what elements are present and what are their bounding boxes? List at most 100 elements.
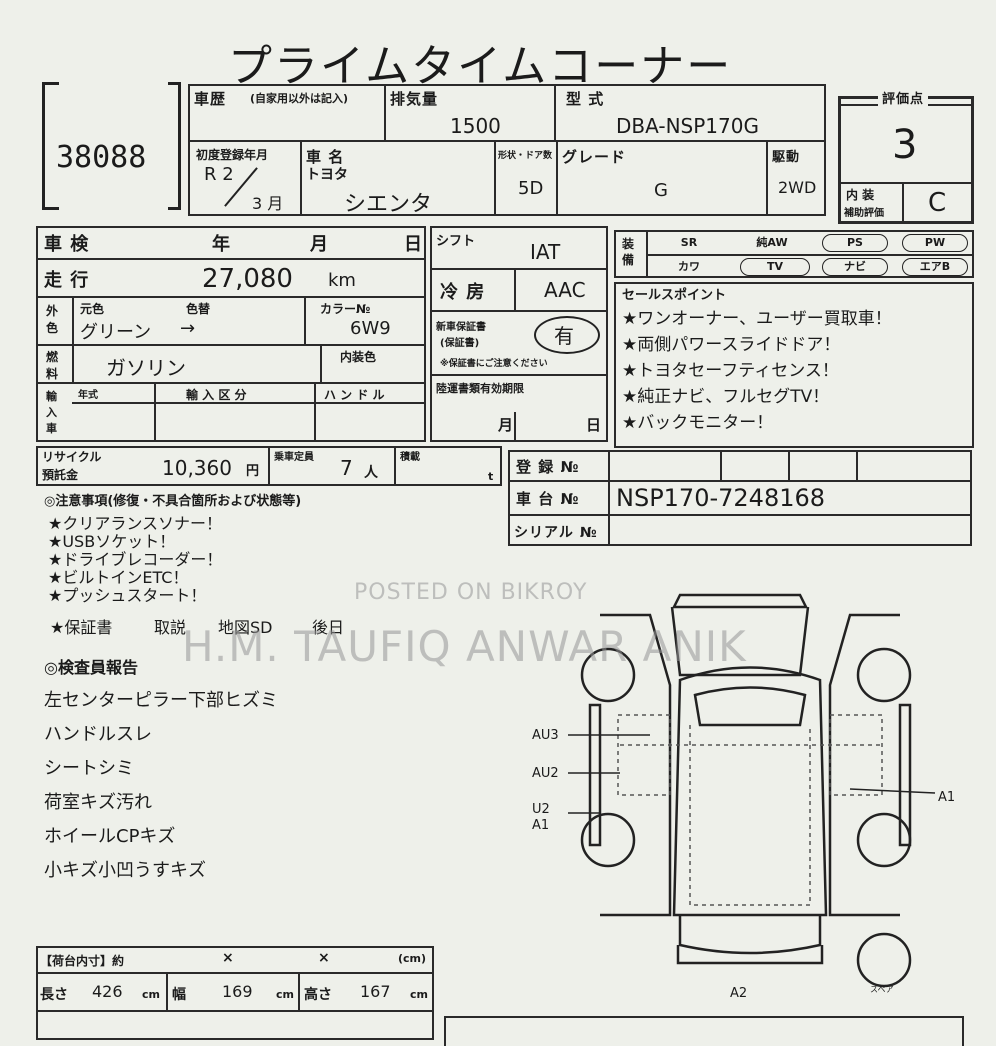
note-2: ★USBソケット！ [48,532,176,551]
spare-label: スペア [870,985,894,994]
note-5: ★プッシュスタート！ [48,586,207,605]
color-code-label: カラー№ [320,302,371,316]
ac-value: AAC [544,278,586,302]
cert-label: 陸運書類有効期限 [436,382,524,395]
chassis-label: 車 台 № [516,490,580,508]
shift-label: シフト [436,234,476,249]
sales-point-3: ★トヨタセーフティセンス！ [622,361,839,381]
cargo-x2: × [318,950,330,966]
displacement-label: 排気量 [390,90,439,108]
equip-leather: カワ [678,260,700,273]
first-reg-month: 3 月 [252,194,284,213]
cargo-label: 【荷台内寸】約 [40,954,125,968]
score-label: 評価点 [878,88,929,107]
mark-u2: U2 [532,802,550,817]
interior-label: 内 装 [846,188,875,202]
sheet-title: プライムタイムコーナー [228,41,733,92]
ac-label: 冷 房 [440,282,486,303]
length-unit: cm [142,988,160,1001]
inspector-item-1: 左センターピラー下部ヒズミ [44,690,278,711]
sales-point-2: ★両側パワースライドドア！ [622,335,841,355]
note-3: ★ドライブレコーダー！ [48,550,223,569]
car-damage-diagram [568,593,936,988]
registration-box [508,450,972,546]
inspector-item-2: ハンドルスレ [44,724,152,745]
original-color-label: 元色 [80,302,105,316]
capacity-value: 7 [340,456,353,480]
record-circle [534,316,600,354]
header-grid [188,84,826,216]
lot-bracket-right [168,82,181,210]
recycle-label: リサイクル [42,450,102,464]
length-label: 長さ [40,987,68,1003]
interior-label-2: 補助評価 [844,208,884,219]
record-value: 有 [554,324,574,348]
history-label: 車歴 [194,90,227,108]
serial-label: シリアル № [514,525,598,541]
load-label: 積載 [400,452,420,463]
doc-warranty: ★保証書 [50,618,113,637]
import-type-label: 輸 入 区 分 [186,388,247,402]
import-handle-label: ハ ン ド ル [324,388,385,402]
inspection-month: 月 [310,234,329,255]
mileage-value: 27,080 [202,264,293,294]
equip-sr: SR [680,236,698,249]
sales-points-box [614,282,974,448]
cargo-unit-label: (cm) [398,952,427,965]
inspection-label: 車 検 [44,234,90,255]
grade-label: グレード [562,148,627,166]
capacity-unit: 人 [364,465,378,481]
doors-value: 5D [518,178,544,199]
equip-navi: ナビ [822,258,888,276]
load-unit: t [488,470,494,483]
displacement-value: 1500 [450,114,501,138]
color-arrow: → [180,318,196,339]
recycle-label-2: 預託金 [42,468,79,482]
doc-later: 後日 [312,618,345,637]
recycle-value: 10,360 [162,456,232,480]
inspector-heading: ◎検査員報告 [44,658,138,677]
maker-value: トヨタ [306,167,348,183]
equipment-label: 装備 [622,237,635,267]
sales-point-4: ★純正ナビ、フルセグTV！ [622,387,830,407]
interior-color-label: 内装色 [340,350,377,364]
reg-label: 登 録 № [516,458,580,476]
mark-a1-left: A1 [532,818,550,833]
mark-au2: AU2 [532,766,559,781]
lot-bracket-left [42,82,59,210]
model-value: DBA-NSP170G [616,114,759,138]
height-unit: cm [410,988,428,1001]
inspection-day: 日 [404,234,423,255]
mileage-unit: km [328,270,356,291]
cargo-x1: × [222,950,234,966]
chassis-value: NSP170-7248168 [616,484,826,512]
cert-day: 日 [586,416,603,434]
cargo-box [36,946,434,1040]
record-note: ※保証書にご注意ください [440,359,548,369]
width-label: 幅 [172,987,186,1003]
car-name-label: 車 名 [306,148,345,166]
sales-point-5: ★バックモニター！ [622,413,774,433]
note-4: ★ビルトインETC！ [48,568,189,587]
capacity-label: 乗車定員 [274,452,314,463]
score-value: 3 [892,122,918,168]
height-value: 167 [360,982,391,1001]
drive-value: 2WD [778,178,817,197]
recycle-unit: 円 [246,464,260,479]
width-value: 169 [222,982,253,1001]
original-color: グリーン [80,322,152,343]
record-label: 新車保証書 [436,322,486,333]
inspection-year: 年 [212,234,231,255]
inspector-item-6: 小キズ小凹うすキズ [44,860,206,881]
grade-value: G [654,180,668,201]
record-label-2: (保証書) [440,338,480,349]
first-reg-label: 初度登録年月 [196,148,269,162]
interior-score: C [928,188,947,218]
details-left [36,226,426,442]
cert-month: 月 [498,416,515,434]
equip-ps: PS [822,234,888,252]
history-note: (自家用以外は記入) [250,92,349,105]
lot-number: 38088 [56,140,147,175]
drive-label: 駆動 [772,150,801,165]
equip-airbag: エアB [902,258,968,276]
